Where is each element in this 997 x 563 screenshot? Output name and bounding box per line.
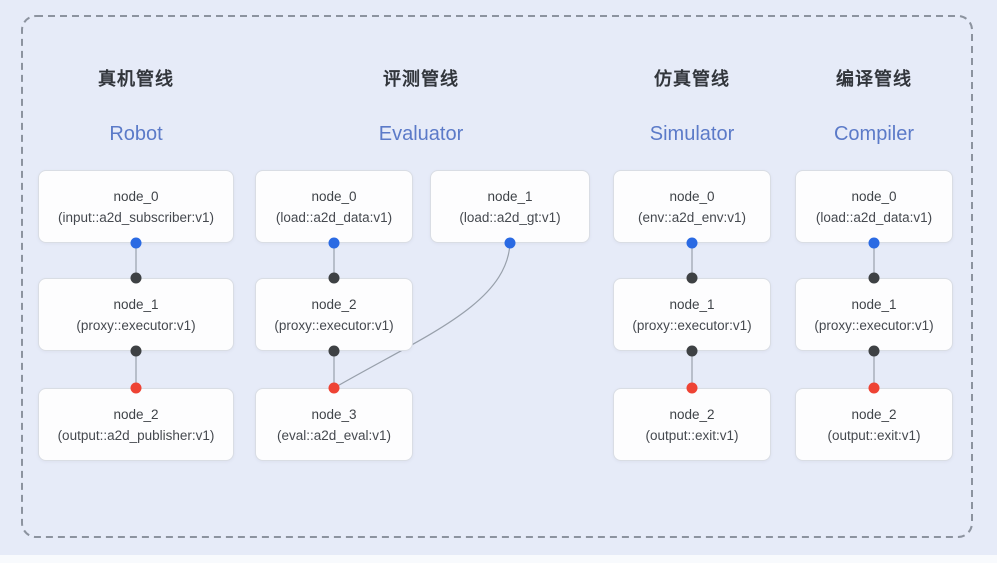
node-title: node_2 [669,406,715,422]
robot-node-0: node_0 (input::a2d_subscriber:v1) [38,170,234,243]
node-title: node_0 [851,188,897,204]
node-subtitle: (load::a2d_data:v1) [275,209,393,225]
node-subtitle: (output::exit:v1) [827,427,921,443]
robot-node-1: node_1 (proxy::executor:v1) [38,278,234,351]
node-subtitle: (input::a2d_subscriber:v1) [57,209,215,225]
compiler-node-1: node_1 (proxy::executor:v1) [795,278,953,351]
node-title: node_1 [487,188,533,204]
node-subtitle: (load::a2d_data:v1) [815,209,933,225]
node-subtitle: (load::a2d_gt:v1) [459,209,561,225]
node-title: node_0 [311,188,357,204]
node-title: node_3 [311,406,357,422]
evaluator-node-3: node_3 (eval::a2d_eval:v1) [255,388,413,461]
dashed-panel-border [21,15,973,538]
node-title: node_1 [113,296,159,312]
node-subtitle: (eval::a2d_eval:v1) [276,427,392,443]
node-subtitle: (proxy::executor:v1) [632,317,752,333]
header-en-compiler: Compiler [833,123,915,145]
evaluator-node-2: node_2 (proxy::executor:v1) [255,278,413,351]
node-subtitle: (output::exit:v1) [645,427,739,443]
simulator-node-2: node_2 (output::exit:v1) [613,388,771,461]
node-subtitle: (output::a2d_publisher:v1) [57,427,215,443]
edge-evaluator-n1-n3-curve [333,242,511,389]
simulator-node-0: node_0 (env::a2d_env:v1) [613,170,771,243]
bottom-white-strip [0,555,997,563]
node-title: node_0 [669,188,715,204]
evaluator-node-1: node_1 (load::a2d_gt:v1) [430,170,590,243]
node-title: node_2 [851,406,897,422]
robot-node-2: node_2 (output::a2d_publisher:v1) [38,388,234,461]
simulator-node-1: node_1 (proxy::executor:v1) [613,278,771,351]
header-en-robot: Robot [109,123,163,145]
evaluator-node-0: node_0 (load::a2d_data:v1) [255,170,413,243]
node-subtitle: (env::a2d_env:v1) [637,209,747,225]
node-subtitle: (proxy::executor:v1) [814,317,934,333]
node-title: node_2 [113,406,159,422]
header-zh-robot: 真机管线 [98,69,174,89]
header-en-evaluator: Evaluator [378,123,464,145]
compiler-node-2: node_2 (output::exit:v1) [795,388,953,461]
node-title: node_2 [311,296,357,312]
node-subtitle: (proxy::executor:v1) [76,317,196,333]
node-title: node_1 [851,296,897,312]
node-title: node_0 [113,188,159,204]
header-zh-simulator: 仿真管线 [654,69,730,89]
header-en-simulator: Simulator [649,123,735,145]
header-zh-evaluator: 评测管线 [383,69,459,89]
node-title: node_1 [669,296,715,312]
node-subtitle: (proxy::executor:v1) [274,317,394,333]
header-zh-compiler: 编译管线 [836,69,912,89]
compiler-node-0: node_0 (load::a2d_data:v1) [795,170,953,243]
